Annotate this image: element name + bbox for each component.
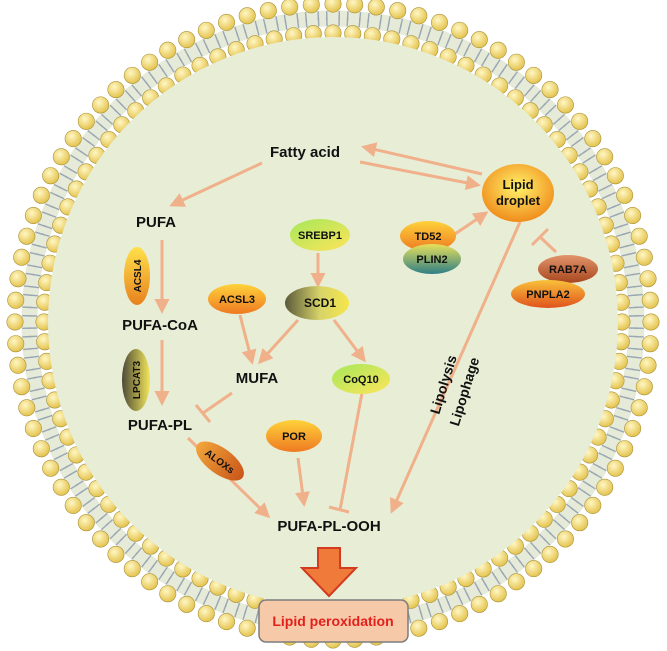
arrow-scd1-to-mufa [257, 318, 300, 365]
enzyme-acsl3-label: ACSL3 [219, 294, 255, 306]
lipid-droplet: Lipid droplet [482, 164, 554, 222]
enzyme-lpcat3-label: LPCAT3 [132, 360, 143, 399]
inhibit-mufa-to-pufa-pl [194, 391, 233, 423]
enzyme-pnpla2-label: PNPLA2 [526, 289, 569, 301]
down-arrow-icon [299, 547, 359, 598]
enzyme-acsl4-label: ACSL4 [133, 259, 144, 292]
enzyme-plin2: PLIN2 [403, 244, 461, 274]
enzyme-rab7a: RAB7A [538, 255, 598, 283]
lipid-peroxidation-box: Lipid peroxidation [258, 599, 409, 643]
inhibit-rab7a-to-lipid-droplet [530, 227, 558, 254]
node-mufa: MUFA [236, 370, 279, 387]
enzyme-coq10: CoQ10 [332, 364, 390, 394]
arrow-td52-to-lipid-droplet [454, 211, 489, 236]
enzyme-lpcat3: LPCAT3 [122, 349, 150, 411]
enzyme-rab7a-label: RAB7A [549, 264, 587, 276]
inhibit-coq10-to-pufa-pl-ooh [328, 392, 364, 514]
lipid-droplet-line1: Lipid [502, 177, 533, 192]
arrow-fatty-acid-to-pufa [169, 161, 263, 207]
enzyme-plin2-label: PLIN2 [416, 254, 447, 266]
arrow-fatty-acid-to-lipid-droplet [359, 160, 481, 191]
arrow-scd1-to-coq10 [332, 319, 366, 363]
arrow-acsl3-to-mufa [238, 314, 257, 365]
arrow-lipid-droplet-to-fatty-acid [361, 142, 483, 176]
node-pufa-coa: PUFA-CoA [122, 317, 198, 334]
enzyme-scd1-label: SCD1 [304, 296, 336, 310]
node-pufa: PUFA [136, 214, 176, 231]
enzyme-por-label: POR [282, 431, 306, 443]
arrow-lipid-droplet-to-pufa-pl-ooh [390, 221, 522, 514]
enzyme-td52-label: TD52 [415, 231, 442, 243]
node-pufa-pl: PUFA-PL [128, 417, 192, 434]
enzyme-td52: TD52 [400, 221, 456, 251]
node-fatty-acid: Fatty acid [270, 144, 340, 161]
enzyme-scd1: SCD1 [285, 286, 349, 320]
enzyme-coq10-label: CoQ10 [343, 374, 378, 386]
enzyme-acsl4: ACSL4 [124, 247, 150, 305]
enzyme-pnpla2: PNPLA2 [511, 280, 585, 308]
lipid-droplet-line2: droplet [496, 193, 541, 208]
arrow-por-to-pufa-pl-ooh [295, 457, 310, 507]
node-pufa-pl-ooh: PUFA-PL-OOH [277, 518, 380, 535]
enzyme-acsl3: ACSL3 [208, 284, 266, 314]
enzyme-por: POR [266, 420, 322, 452]
lipid-peroxidation-label: Lipid peroxidation [272, 613, 393, 629]
enzyme-srebp1-label: SREBP1 [298, 230, 342, 242]
enzyme-srebp1: SREBP1 [290, 219, 350, 251]
